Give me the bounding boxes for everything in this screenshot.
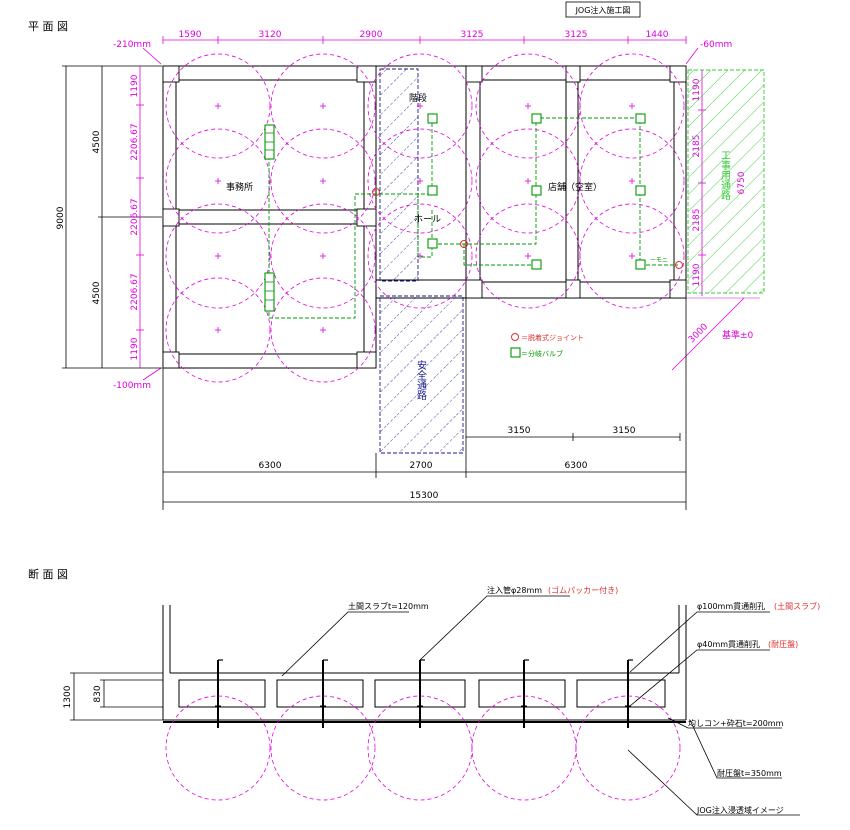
injection-circle [270,203,376,309]
offset-left-top: -210mm [113,40,151,50]
left-inner-dim-1: 1190 [130,74,140,97]
injection-circle [367,203,473,309]
injection-circle [270,53,376,159]
injection-circle [579,53,685,159]
section-heading: 断 面 図 [28,567,68,581]
left-inner-dim-2: 2206.67 [130,123,140,160]
sub-dim-1: 3150 [508,426,531,436]
top-dim-3: 2900 [360,30,383,40]
label-hole40-note: (耐圧盤) [768,639,798,649]
offset-leader-left-top [142,47,162,65]
top-dim-1: 1590 [179,30,202,40]
injection-zones-plan [165,53,685,383]
offset-right-top: -60mm [700,40,732,50]
plan-heading: 平 面 図 [28,20,68,33]
top-dimension-chain [162,36,687,44]
left-inner-dim-4: 2206.67 [130,273,140,310]
bottom-dim-3: 6300 [565,461,588,471]
branch-valves [264,113,646,312]
left-inner-dimension-chain [136,66,144,368]
room-shop: 店舗（空室） [548,181,602,193]
injection-circle [165,277,271,383]
left-dim-lower: 4500 [92,281,102,304]
offset-leader-left-bottom [142,367,162,381]
left-inner-dim-5: 1190 [130,337,140,360]
injection-circle [579,203,685,309]
bottom-dim-1: 6300 [259,461,282,471]
injection-zones-section [165,695,681,801]
title-box [565,1,641,18]
sub-dim-2: 3150 [613,426,636,436]
detachable-joints [372,188,683,269]
offset-leader-right-top [685,47,699,65]
injection-piping [268,117,678,319]
legend-valve: ＝分岐バルブ [521,349,563,358]
construction-path-hatch [687,69,765,294]
bottom-dim-2: 2700 [410,461,433,471]
injection-pipes-section [215,659,633,728]
stairs-hatch [379,68,419,282]
safe-path-label: 安全通路 [415,359,427,401]
section-injection-circle [165,695,271,801]
left-dimension-chain [62,65,162,369]
section-leaders [281,595,800,816]
left-inner-dim-3: 2206.67 [130,198,140,235]
top-dim-6: 1440 [646,30,669,40]
injection-circle [165,53,271,159]
injection-circle [367,128,473,234]
left-dim-upper: 4500 [92,130,102,153]
valve-subdivisions [265,132,274,301]
legend-valve-icon [510,347,521,358]
injection-circle [579,128,685,234]
top-dim-4: 3125 [461,30,484,40]
room-hall: ホール [414,214,441,225]
injection-circle [165,128,271,234]
room-stairs: 階段 [409,92,427,104]
label-slab: 土間スラブt=120mm [348,601,429,611]
misc-label: ーモニ [650,257,668,264]
label-mat: 耐圧盤t=350mm [717,768,782,778]
top-dim-5: 3125 [565,30,588,40]
injection-circle [270,277,376,383]
section-injection-circle [575,695,681,801]
safe-path-hatch [379,295,464,454]
bottom-dimension-chain [162,298,687,510]
label-hole100: φ100mm貫通削孔 [697,601,765,611]
legend-joint: ＝脱着式ジョイント [521,333,584,342]
label-hole100-note: (土間スラブ) [774,601,820,611]
label-hole40: φ40mm貫通削孔 [697,639,760,649]
label-pipe: 注入管φ28mm [487,585,542,595]
room-office: 事務所 [226,181,253,193]
construction-path-label: 工事用通路 [719,150,731,201]
label-zone: JOG注入浸透域イメージ [696,805,784,815]
left-total-dim: 9000 [56,206,66,229]
injection-circle [367,53,473,159]
section-injection-circle [270,695,376,801]
section-dim-inner: 830 [93,685,103,702]
injection-circle [165,203,271,309]
label-base: 均しコン+砕石t=200mm [688,718,784,728]
drawing-title: JOG注入施工図 [575,5,631,15]
bottom-total-dim: 15300 [410,491,439,501]
offset-left-bottom: -100mm [113,381,151,391]
label-pipe-note: (ゴムパッカー付き) [548,585,618,595]
section-dim-total: 1300 [63,685,73,708]
reference-level: 基準±0 [722,329,754,341]
injection-circle [270,128,376,234]
legend-joint-icon [511,333,519,341]
diagonal-dim-line [671,297,745,371]
section-dimensions [70,672,163,721]
section-structure [162,605,687,723]
diagonal-dim: 3000 [687,322,710,345]
top-dim-2: 3120 [259,30,282,40]
